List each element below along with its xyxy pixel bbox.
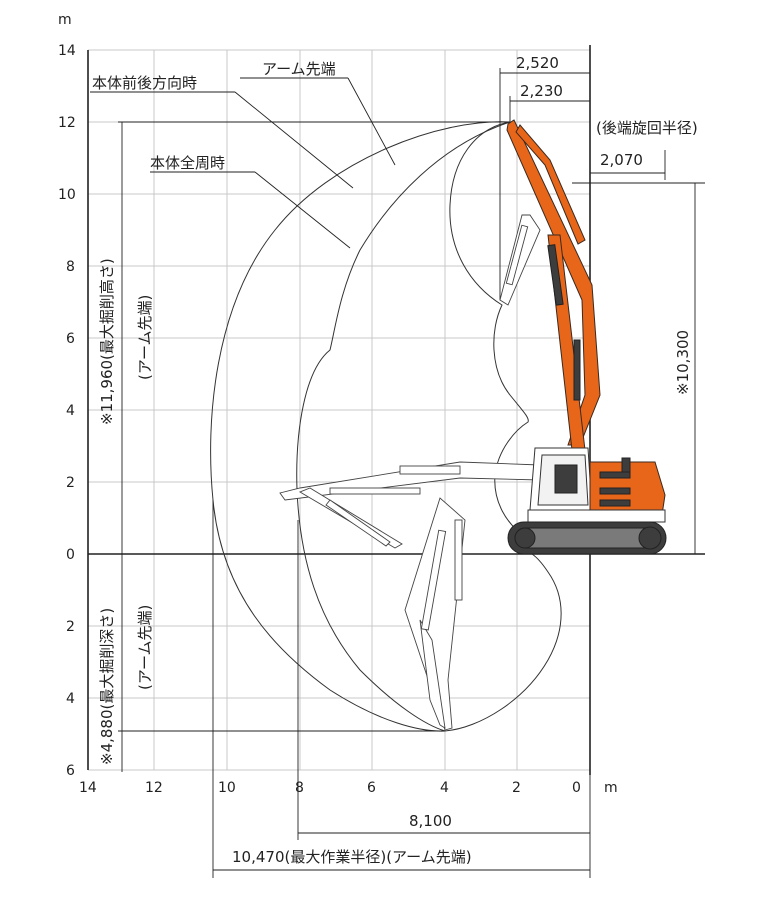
ghost-arm-horizontal	[279, 461, 541, 549]
x-tick-12: 12	[145, 780, 163, 796]
dim-2520: 2,520	[516, 54, 559, 72]
dim-2070: 2,070	[600, 151, 643, 169]
ghost-arm-raised	[499, 214, 541, 306]
x-tick-labels: 14 12 10 8 6 4 2 0 m	[79, 780, 618, 796]
y-tick-10: 10	[58, 187, 76, 203]
y-tick-14: 14	[58, 43, 76, 59]
label-rear-swing-radius: (後端旋回半径)	[596, 119, 698, 137]
dim-2230: 2,230	[520, 82, 563, 100]
y-tick-8: 8	[66, 259, 75, 275]
ghost-arm-dig	[404, 497, 466, 731]
label-max-dig-depth-note: (アーム先端)	[136, 605, 154, 690]
x-tick-14: 14	[79, 780, 97, 796]
label-height-10300: ※10,300	[674, 330, 692, 395]
x-tick-4: 4	[440, 780, 449, 796]
x-tick-10: 10	[218, 780, 236, 796]
label-max-dig-height: ※11,960(最大掘削高さ)	[98, 258, 116, 425]
y-unit-label: m	[58, 12, 72, 28]
label-max-dig-depth: ※4,880(最大掘削深さ)	[98, 608, 116, 765]
envelope-front-rear	[210, 121, 562, 732]
y-tick-4: 4	[66, 403, 75, 419]
excavator-front-raised	[506, 119, 601, 451]
label-body-front-rear: 本体前後方向時	[92, 74, 197, 92]
dim-max-reach: 10,470(最大作業半径)(アーム先端)	[232, 848, 472, 866]
y-tick-12: 12	[58, 115, 76, 131]
envelope-full-circle	[296, 121, 511, 732]
y-tick-2: 2	[66, 475, 75, 491]
y-tick-neg2: 2	[66, 619, 75, 635]
y-tick-neg6: 6	[66, 763, 75, 779]
y-tick-neg4: 4	[66, 691, 75, 707]
dim-8100: 8,100	[409, 812, 452, 830]
y-tick-0: 0	[66, 547, 75, 563]
excavator-tracks	[507, 521, 667, 555]
y-tick-6: 6	[66, 331, 75, 347]
x-tick-6: 6	[367, 780, 376, 796]
x-tick-2: 2	[512, 780, 521, 796]
dimension-lines	[90, 68, 705, 878]
x-tick-8: 8	[295, 780, 304, 796]
x-unit-label: m	[604, 780, 618, 796]
label-max-dig-height-note: (アーム先端)	[136, 295, 154, 380]
x-tick-0: 0	[572, 780, 581, 796]
label-body-full-circle: 本体全周時	[150, 154, 225, 172]
y-tick-labels: m 14 12 10 8 6 4 2 0 2 4 6	[58, 12, 76, 779]
label-arm-tip: アーム先端	[262, 60, 336, 78]
excavator-body	[527, 447, 666, 523]
